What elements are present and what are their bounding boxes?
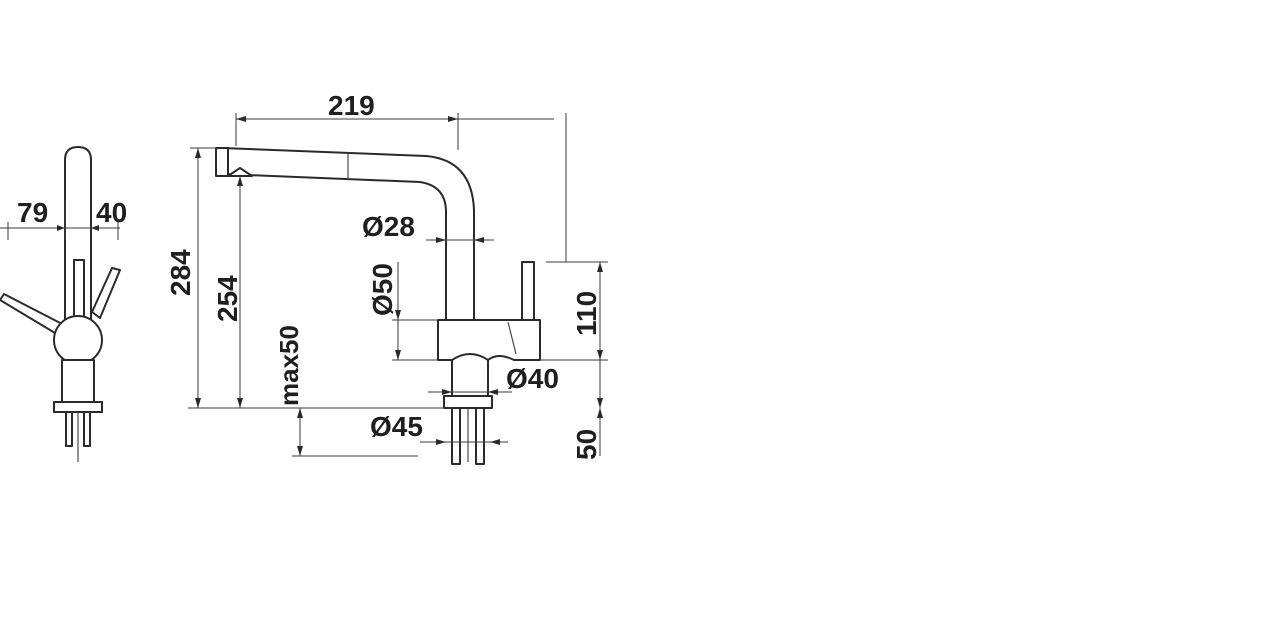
arrow — [490, 439, 500, 445]
arrow — [488, 389, 498, 395]
arrow — [395, 350, 401, 360]
dim-label-max50: max50 — [274, 325, 304, 406]
profile-view: 219 284 254 max50 Ø28 Ø50 — [165, 90, 608, 465]
arrow — [597, 408, 603, 418]
side-view: 79 40 — [0, 146, 127, 462]
side-lever-right — [91, 267, 121, 319]
dim-label-110: 110 — [571, 291, 602, 336]
dim-label-o28: Ø28 — [362, 211, 415, 242]
dim-label-254: 254 — [212, 275, 243, 322]
dim-label-o45: Ø45 — [370, 411, 423, 442]
side-mount-plate — [53, 401, 103, 413]
arrow — [91, 225, 99, 231]
arrow — [436, 237, 446, 243]
dim-label-50: 50 — [571, 429, 602, 460]
profile-base — [451, 353, 489, 397]
arrow — [474, 237, 484, 243]
side-stud-left — [65, 411, 73, 447]
arrow — [448, 116, 458, 122]
side-stud-right — [83, 411, 91, 447]
arrow — [597, 262, 603, 272]
arrow — [597, 398, 603, 408]
arrow — [442, 389, 452, 395]
profile-body-detail — [507, 321, 517, 355]
arrow — [237, 176, 243, 186]
profile-stud-right — [475, 407, 485, 465]
dim-label-284: 284 — [165, 249, 196, 296]
arrow — [237, 398, 243, 408]
dim-label-40: 40 — [96, 197, 127, 228]
dim-label-o40: Ø40 — [506, 363, 559, 394]
profile-lever — [521, 261, 535, 321]
profile-body — [437, 319, 541, 361]
arrow — [236, 116, 246, 122]
dim-label-o50: Ø50 — [367, 263, 398, 316]
arrow — [436, 439, 446, 445]
dim-label-79: 79 — [17, 197, 48, 228]
profile-stud-left — [451, 407, 461, 465]
side-lower-body — [61, 359, 95, 403]
arrow — [597, 350, 603, 360]
dim-label-219: 219 — [328, 90, 375, 121]
profile-spout-tip — [215, 147, 229, 177]
arrow — [57, 225, 65, 231]
arrow — [195, 148, 201, 158]
arrow — [195, 398, 201, 408]
side-body — [53, 315, 103, 365]
side-connector — [73, 259, 85, 321]
arrow — [297, 408, 303, 418]
arrow — [297, 446, 303, 456]
profile-mount-plate — [443, 395, 493, 409]
arrow — [395, 310, 401, 320]
